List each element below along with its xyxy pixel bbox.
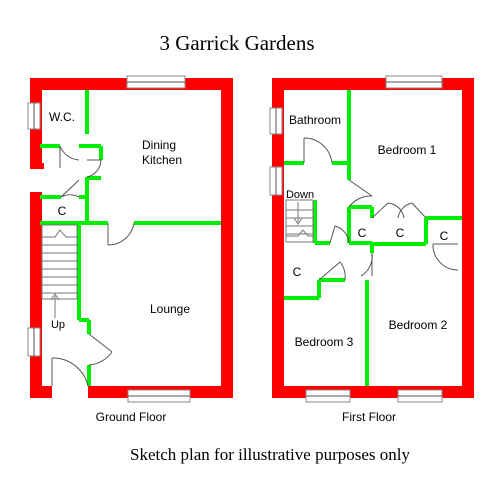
gf-door-cupboard [60,179,80,198]
ff-door-cupboard-double [371,202,427,219]
gf-dining-label: Dining [142,138,176,152]
first-floor-plan: Bathroom Bedroom 1 Down C C C C Bedroom … [269,75,474,403]
gf-door-hall [88,333,113,366]
gf-up-label: Up [51,319,65,331]
ff-bedroom2-label: Bedroom 2 [389,318,448,332]
ff-bathroom-label: Bathroom [289,113,341,127]
ff-caption: First Floor [342,410,396,424]
gf-door-lounge [107,222,135,246]
ff-wall-top [272,78,474,90]
gf-wall-right [221,78,233,398]
gf-wc-label: W.C. [49,110,75,124]
ff-wall-left [272,78,284,398]
gf-front-door [51,357,89,387]
ff-wall-bottom [272,386,474,398]
ff-door-bedroom2 [360,243,459,277]
gf-staircase [41,224,78,318]
gf-kitchen-label: Kitchen [142,153,182,167]
ff-bedroom1-label: Bedroom 1 [378,143,437,157]
plan-title: 3 Garrick Gardens [159,31,314,55]
ff-staircase [285,199,314,243]
gf-wall-left-jog [30,163,44,169]
gf-cupboard-label: C [58,204,67,218]
ff-cupboard-b-label: C [396,226,405,240]
ff-door-cupboard-left [329,225,350,244]
gf-door-dining [86,159,102,178]
ground-floor-plan: W.C. Dining Kitchen C Lounge Up [27,75,233,403]
ff-bedroom3-label: Bedroom 3 [295,335,354,349]
ff-door-bathroom [303,137,333,164]
ff-internal-walls [284,90,462,386]
footnote: Sketch plan for illustrative purposes on… [130,445,410,464]
ff-door-bedroom1 [348,179,373,208]
gf-lounge-label: Lounge [150,302,190,316]
gf-door-wc [59,145,80,168]
ff-cupboard-c-label: C [440,229,449,243]
gf-internal-walls [40,90,221,386]
ff-cupboard-a-label: C [358,226,367,240]
gf-caption: Ground Floor [96,410,167,424]
ff-wall-right [462,78,474,398]
ff-door-bedroom3 [318,261,346,281]
ff-down-label: Down [286,189,314,201]
ff-cupboard-d-label: C [293,265,302,279]
